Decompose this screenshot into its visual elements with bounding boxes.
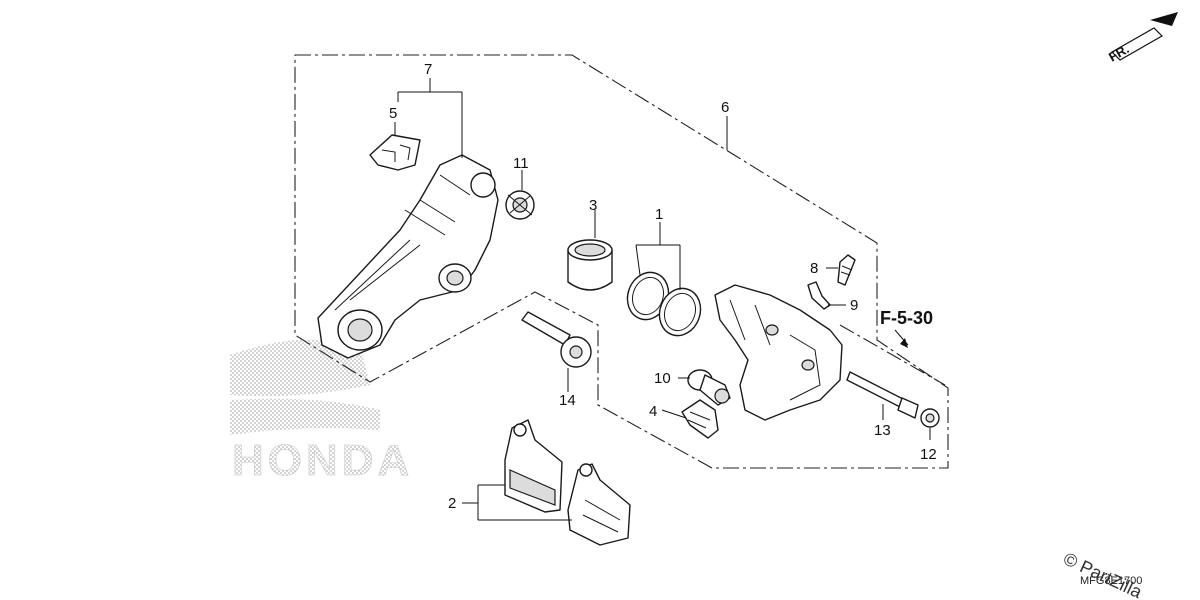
callout-6: 6	[721, 99, 729, 116]
diagram-code: MFG8E1700	[1080, 575, 1142, 587]
part-bleeder-cap	[807, 281, 831, 310]
part-pad-spring	[369, 134, 421, 171]
callout-14: 14	[559, 392, 576, 409]
part-boot-11	[505, 190, 535, 220]
assembly-boundary-6	[294, 54, 949, 469]
callout-11: 11	[513, 155, 529, 172]
background-logo-text: HONDA	[232, 436, 413, 485]
callout-3: 3	[589, 197, 597, 214]
callout-13: 13	[874, 422, 891, 439]
reference-label: F-5-30	[880, 308, 933, 328]
callout-2: 2	[448, 495, 456, 512]
callout-9: 9	[850, 297, 858, 314]
part-plug-12	[920, 408, 940, 428]
callout-labels: 1 2 3 4 5 6 7 8 9 10 11 12 13 14	[389, 61, 937, 512]
callout-10: 10	[654, 370, 671, 387]
callout-5: 5	[389, 105, 397, 122]
callout-12: 12	[920, 446, 937, 463]
callout-7: 7	[424, 61, 432, 78]
part-piston-seals	[626, 271, 702, 337]
callout-8: 8	[810, 260, 818, 277]
part-piston	[567, 239, 613, 291]
background-logo: HONDA	[230, 339, 413, 485]
part-caliper-body	[714, 284, 843, 421]
part-spring-4	[681, 399, 719, 439]
assembly-boundary-inner	[839, 324, 946, 386]
reference-callout: F-5-30	[880, 308, 933, 348]
part-brake-pads	[504, 419, 631, 546]
part-bleeder-screw	[837, 254, 856, 286]
front-direction-arrow: FR.	[1106, 12, 1178, 65]
part-caliper-bracket	[317, 154, 499, 359]
callout-4: 4	[649, 403, 657, 420]
part-pad-pin	[846, 371, 919, 419]
part-pin-bolt	[521, 311, 592, 368]
leader-lines	[394, 78, 931, 521]
part-bolt-10	[687, 369, 731, 406]
callout-1: 1	[655, 206, 663, 223]
